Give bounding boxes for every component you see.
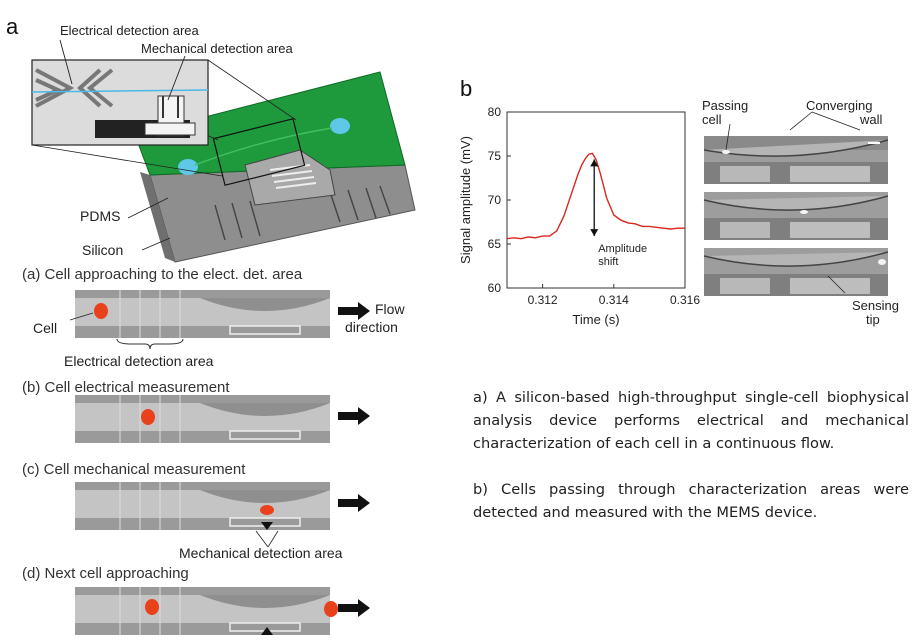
step-d-title: (d) Next cell approaching bbox=[22, 565, 189, 582]
amplitude-label-line2: shift bbox=[598, 256, 618, 268]
step-b-diagram bbox=[75, 395, 370, 443]
micrograph-frame-2 bbox=[703, 192, 889, 240]
y-tick-label: 80 bbox=[488, 105, 502, 119]
micrograph-frame-1 bbox=[703, 136, 889, 184]
silicon-electrodes bbox=[214, 185, 391, 241]
x-tick-label: 0.314 bbox=[599, 293, 629, 307]
pdms-label: PDMS bbox=[80, 208, 121, 224]
converging-label: Converging bbox=[806, 98, 873, 113]
direction-label: direction bbox=[345, 319, 398, 335]
mechanical-area-leader bbox=[255, 530, 279, 548]
step-a-title: (a) Cell approaching to the elect. det. … bbox=[22, 266, 303, 283]
cell-label-micro: cell bbox=[702, 112, 722, 127]
inlet-left bbox=[178, 159, 198, 175]
step-c-diagram bbox=[75, 482, 370, 530]
outlet-right bbox=[330, 118, 350, 134]
electrical-area-brace bbox=[116, 338, 184, 350]
cell-marker bbox=[260, 505, 274, 515]
caption-paragraph-a: a) A silicon-based high-throughput singl… bbox=[473, 389, 909, 452]
silicon-label: Silicon bbox=[82, 242, 124, 258]
flow-arrow bbox=[338, 494, 370, 512]
sensing-label: Sensing bbox=[852, 298, 899, 313]
amplitude-label-line1: Amplitude bbox=[598, 243, 647, 255]
cell-marker bbox=[145, 599, 159, 615]
amplitude-arrow-head-bottom bbox=[590, 229, 599, 237]
step-a-diagram bbox=[69, 290, 370, 338]
micrograph-frame-3 bbox=[703, 248, 889, 296]
sensing-tip bbox=[261, 627, 273, 635]
step-b-title: (b) Cell electrical measurement bbox=[22, 379, 230, 396]
step-d-diagram bbox=[75, 587, 370, 635]
device-overview-illustration bbox=[31, 39, 416, 263]
electrical-detection-area-label: Electrical detection area bbox=[60, 23, 199, 38]
tip-label: tip bbox=[866, 312, 880, 327]
signal-series-line bbox=[506, 152, 685, 240]
cell-marker bbox=[94, 303, 108, 319]
cell-label: Cell bbox=[33, 320, 58, 336]
sensing-tip bbox=[261, 522, 273, 530]
passing-label: Passing bbox=[702, 98, 749, 113]
electrical-area-step-label: Electrical detection area bbox=[64, 353, 214, 369]
wall-label: wall bbox=[860, 112, 883, 127]
panel-a-letter: a bbox=[6, 14, 19, 39]
cell-marker-exiting bbox=[324, 601, 338, 617]
step-c-title: (c) Cell mechanical measurement bbox=[22, 461, 246, 478]
caption-paragraph-b: b) Cells passing through characterizatio… bbox=[473, 481, 909, 521]
plot-frame bbox=[506, 111, 686, 289]
x-tick-label: 0.316 bbox=[670, 293, 700, 307]
amplitude-arrow-head-top bbox=[590, 159, 599, 167]
flow-arrow bbox=[338, 407, 370, 425]
x-tick-label: 0.312 bbox=[528, 293, 558, 307]
signal-amplitude-chart: 60 65 70 75 80 0.312 0.314 0.316 Amplitudeshift… bbox=[458, 105, 700, 327]
mechanical-detection-area-label: Mechanical detection area bbox=[141, 41, 293, 56]
flow-arrow bbox=[338, 302, 370, 320]
flow-label: Flow bbox=[375, 301, 405, 317]
figure-caption: a) A silicon-based high-throughput singl… bbox=[473, 386, 909, 547]
x-axis-label: Time (s) bbox=[572, 312, 619, 327]
pdms-layer bbox=[134, 71, 406, 176]
y-tick-label: 60 bbox=[488, 281, 502, 295]
y-tick-label: 75 bbox=[488, 149, 502, 163]
y-tick-label: 70 bbox=[488, 193, 502, 207]
cell-marker bbox=[141, 409, 155, 425]
mechanical-area-step-label: Mechanical detection area bbox=[179, 545, 343, 561]
micrograph-stack bbox=[703, 111, 889, 296]
flow-arrow bbox=[338, 599, 370, 617]
panel-b-letter: b bbox=[460, 76, 473, 101]
y-tick-label: 65 bbox=[488, 237, 502, 251]
y-axis-label: Signal amplitude (mV) bbox=[458, 136, 473, 264]
